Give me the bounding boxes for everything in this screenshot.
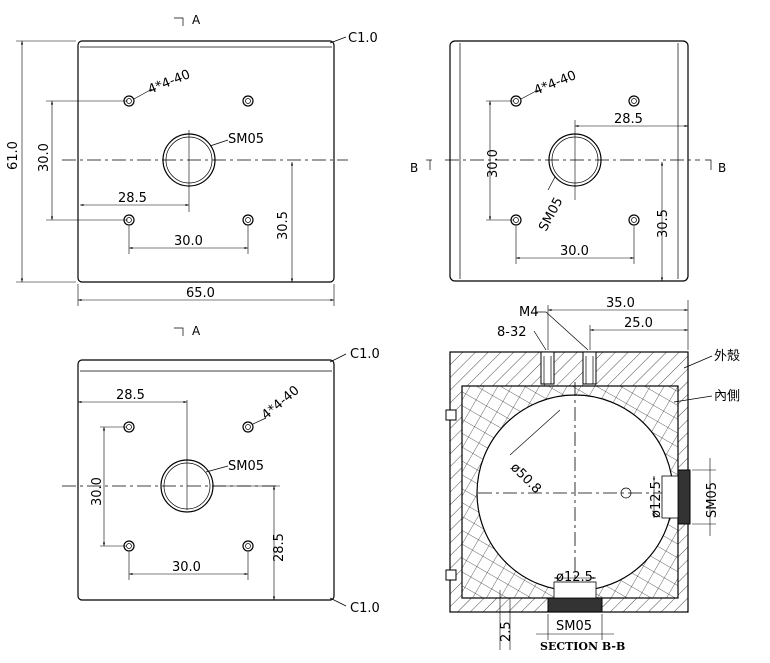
side-pin-bottom: [445, 569, 457, 581]
view-bottom-left: A C1.0 C1.0 28.5 4*4-40 SM05 30.0: [62, 324, 380, 616]
mount-hole-inner: [245, 217, 251, 223]
dim-center-y-label: 28.5: [272, 533, 287, 562]
wall-dim-label: 2.5: [499, 621, 514, 642]
mount-hole: [123, 95, 135, 107]
center-mark: [620, 487, 632, 499]
thread-leader: [547, 176, 556, 191]
inner-side-leader: [673, 395, 713, 403]
section-arrow-b-right: [705, 159, 712, 170]
holes-label: 4*4-40: [532, 68, 579, 98]
inner-side-label: 內側: [714, 389, 740, 404]
section-mark-a: A: [192, 324, 201, 338]
view-top-right: B B 4*4-40 SM05 28.5 30.0 30.5: [410, 40, 726, 282]
dim-height-label: 61.0: [6, 141, 21, 170]
section-title: SECTION B-B: [540, 640, 625, 653]
center-bore: [548, 133, 602, 187]
mount-hole: [628, 95, 640, 107]
mount-hole: [242, 214, 254, 226]
dim-hole-vert-label: 30.0: [486, 149, 501, 178]
holes-label: 4*4-40: [259, 383, 303, 423]
dim-center-y-label: 30.5: [276, 211, 291, 240]
thread-leader: [209, 139, 229, 147]
dim-hole-vert-label: 30.0: [37, 143, 52, 172]
mount-hole-inner: [245, 98, 251, 104]
dim-hole-vert-label: 30.0: [90, 477, 105, 506]
outer-shell-leader: [683, 355, 713, 369]
mount-hole: [242, 540, 254, 552]
mount-hole: [628, 214, 640, 226]
mount-hole-inner: [126, 543, 132, 549]
section-arrow-a: [174, 327, 184, 336]
thread-label: SM05: [536, 195, 566, 234]
right-port-thread-label: SM05: [705, 482, 720, 518]
right-port-thread: [677, 469, 691, 525]
dim-hole-horiz-label: 30.0: [174, 234, 203, 249]
mount-hole-inner: [513, 217, 519, 223]
chamfer-label: C1.0: [348, 31, 378, 46]
mount-hole-inner: [126, 217, 132, 223]
section-mark-a: A: [192, 13, 201, 27]
thread-leader: [205, 465, 229, 473]
thread-label: SM05: [228, 459, 264, 474]
chamfer-leader: [329, 36, 347, 44]
thread-label: SM05: [228, 132, 264, 147]
mount-hole-inner: [631, 98, 637, 104]
holes-leader: [252, 417, 267, 425]
mount-hole: [242, 95, 254, 107]
dim-center-y-label: 30.5: [656, 209, 671, 238]
right-port-dia-label: ø12.5: [649, 481, 664, 518]
bottom-port-dia-label: ø12.5: [556, 570, 593, 585]
holes-leader: [520, 89, 539, 100]
section-mark-b-left: B: [410, 161, 418, 175]
side-pin-top: [445, 409, 457, 421]
inner-core-hatch: [462, 386, 678, 598]
center-bore-thread: [163, 462, 211, 510]
mount-hole-inner: [631, 217, 637, 223]
dim-center-x-label: 28.5: [116, 388, 145, 403]
view-section-bb: M4 8-32 35.0 25.0 外殼 內側 ø50.8 ø12.5 SM05…: [445, 296, 740, 653]
chamfer-leader: [329, 353, 347, 363]
holes-leader: [133, 88, 153, 100]
m4-leader: [545, 311, 589, 351]
tapped-hole-832: [540, 351, 555, 385]
bottom-port-thread: [547, 597, 603, 613]
mount-hole-inner: [126, 98, 132, 104]
mount-hole-inner: [245, 543, 251, 549]
holes-label: 4*4-40: [146, 67, 193, 97]
section-arrow-a: [174, 17, 184, 26]
mount-hole: [242, 421, 254, 433]
832-leader: [533, 330, 547, 351]
outer-shell-hatch: [450, 352, 688, 612]
body-outline: [77, 359, 335, 601]
dim-center-x-label: 28.5: [118, 191, 147, 206]
bottom-port-thread-label: SM05: [556, 619, 592, 634]
right-port-bore: [661, 475, 679, 519]
chamfer-leader: [329, 597, 347, 607]
mount-hole-inner: [245, 424, 251, 430]
chamfer-label-bottom: C1.0: [350, 601, 380, 616]
mount-hole-inner: [126, 424, 132, 430]
chamfer-label-top: C1.0: [350, 347, 380, 362]
dim-hole-horiz-label: 30.0: [172, 560, 201, 575]
body-outline: [77, 40, 335, 283]
mount-hole: [123, 214, 135, 226]
dim-width-label: 65.0: [186, 286, 215, 301]
dim-35-label: 35.0: [606, 296, 635, 311]
section-mark-b-right: B: [718, 161, 726, 175]
m4-label: M4: [519, 305, 539, 320]
tapped-hole-m4: [582, 351, 597, 385]
body-outline: [449, 40, 689, 282]
dim-25-label: 25.0: [624, 316, 653, 331]
mount-hole-inner: [513, 98, 519, 104]
dim-hole-horiz-label: 30.0: [560, 244, 589, 259]
thread-832-label: 8-32: [497, 325, 527, 340]
view-top-left: A C1.0 61.0 30.0 4*4-40 SM05: [6, 13, 378, 306]
outer-shell-label: 外殼: [714, 349, 740, 364]
bottom-port-bore: [553, 581, 597, 599]
sphere-leader: [509, 409, 561, 456]
center-bore-thread: [551, 136, 599, 184]
dim-center-x-label: 28.5: [614, 112, 643, 127]
